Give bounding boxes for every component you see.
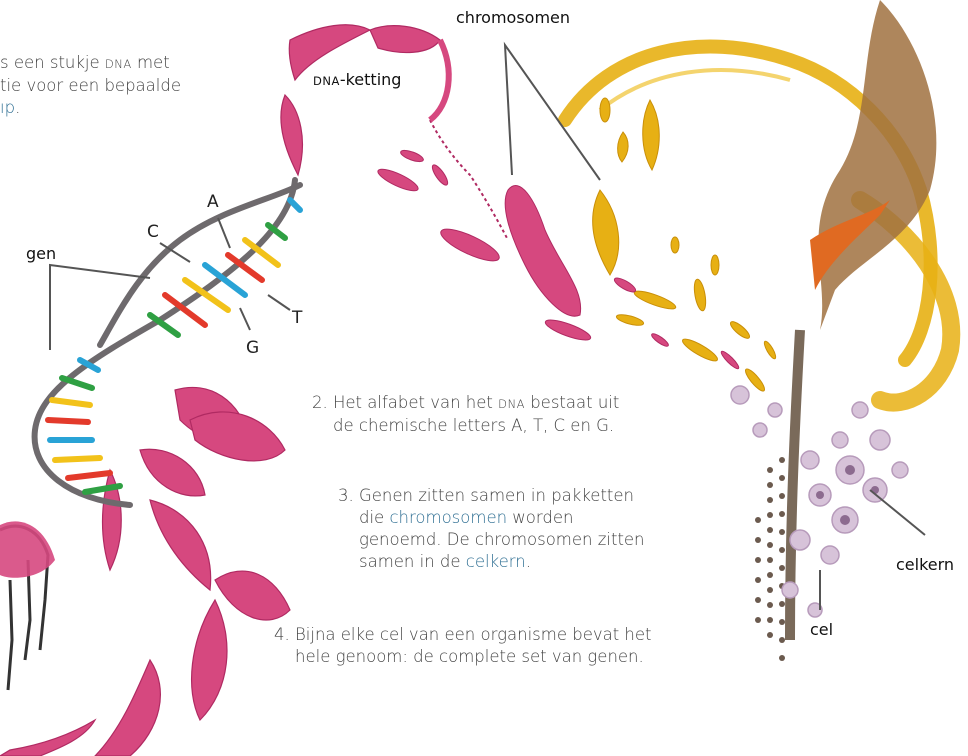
intro-line-1: s een stukje DNA met (0, 52, 200, 75)
nucleus-membrane-inner (600, 70, 790, 110)
label-celkern: celkern (896, 555, 954, 574)
label-cel: cel (810, 620, 833, 639)
step-2-text: 2. Het alfabet van het DNA bestaat uit d… (312, 392, 619, 437)
base-label-a: A (207, 192, 219, 212)
dna-chain-link (430, 40, 449, 120)
magenta-chromosomes (376, 148, 741, 370)
intro-line-2: tie voor een bepaalde (0, 75, 200, 97)
intro-text: s een stukje DNA met tie voor een bepaal… (0, 52, 200, 119)
step-3-text: 3. Genen zitten samen in pakketten die c… (338, 485, 645, 573)
base-label-t: T (292, 308, 302, 328)
label-chromosomen: chromosomen (456, 8, 570, 27)
feather-brown (818, 0, 936, 330)
label-gen: gen (26, 244, 56, 263)
intro-line-3: ıp. (0, 97, 200, 119)
link-celkern[interactable]: celkern (466, 552, 526, 571)
yellow-chromosomes (593, 98, 778, 393)
base-label-c: C (147, 222, 159, 242)
cell-dots (755, 457, 785, 661)
label-dna-ketting: DNA-ketting (313, 70, 401, 89)
link-chromosomen[interactable]: chromosomen (389, 508, 507, 527)
base-label-g: G (246, 338, 259, 358)
step-4-text: 4. Bijna elke cel van een organisme beva… (274, 624, 652, 668)
